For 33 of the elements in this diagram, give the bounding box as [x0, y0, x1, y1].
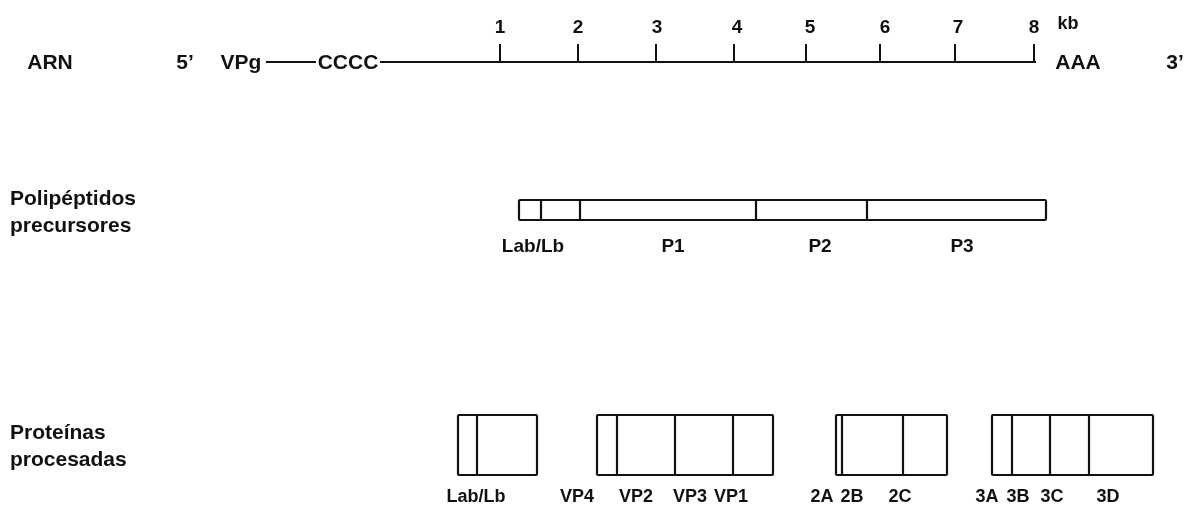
protein-label: Lab/Lb	[446, 485, 506, 509]
protein-label: 2C	[888, 485, 912, 509]
unit-label: kb	[1057, 12, 1079, 36]
protein-label: 2A	[810, 485, 834, 509]
segment-label: P2	[808, 233, 832, 258]
scale-number: 4	[731, 14, 743, 39]
sequence-label: VPg	[220, 49, 262, 76]
scale-number: 2	[572, 14, 584, 39]
protein-label: 3B	[1006, 485, 1030, 509]
protein-label: VP3	[673, 485, 707, 509]
sequence-label: AAA	[1055, 49, 1101, 76]
end-label: 5’	[176, 49, 194, 76]
protein-label: 3D	[1096, 485, 1120, 509]
protein-label: VP4	[560, 485, 594, 509]
sequence-label: CCCC	[317, 49, 379, 76]
protein-label: 3C	[1040, 485, 1064, 509]
protein-label: 2B	[840, 485, 864, 509]
row-label: ARN	[27, 49, 73, 76]
scale-number: 6	[879, 14, 891, 39]
scale-number: 8	[1028, 14, 1040, 39]
protein-label: 3A	[975, 485, 999, 509]
scale-number: 7	[952, 14, 964, 39]
protein-label: VP2	[619, 485, 653, 509]
end-label: 3’	[1166, 49, 1184, 76]
scale-number: 5	[804, 14, 816, 39]
scale-number: 3	[651, 14, 663, 39]
segment-label: Lab/Lb	[501, 233, 565, 258]
segment-label: P3	[950, 233, 974, 258]
row-label: Proteínas procesadas	[10, 419, 128, 473]
scale-number: 1	[494, 14, 506, 39]
protein-label: VP1	[714, 485, 748, 509]
row-label: Polipéptidos precursores	[10, 185, 137, 239]
segment-label: P1	[661, 233, 685, 258]
